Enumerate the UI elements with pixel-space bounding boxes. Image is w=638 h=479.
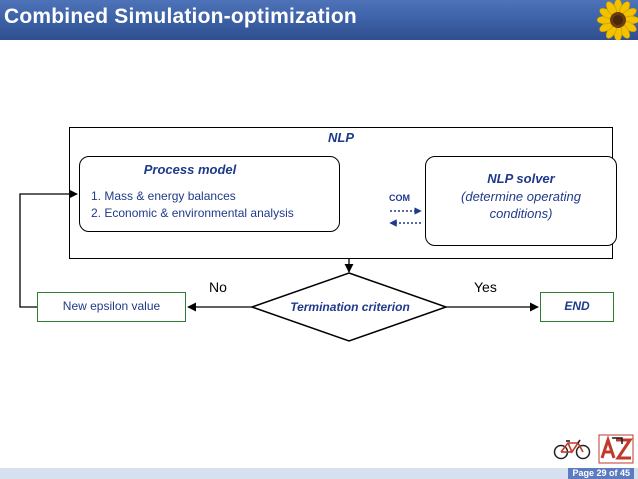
- process-model-title: Process model: [143, 162, 237, 177]
- decision-diamond: [249, 272, 449, 342]
- bicycle-icon: [553, 439, 591, 460]
- solver-desc-line2: conditions): [489, 206, 553, 221]
- footer-bar: [0, 468, 638, 479]
- title-bar: Combined Simulation-optimization: [0, 0, 638, 40]
- process-model-box: Process model 1. Mass & energy balances …: [79, 156, 340, 232]
- nlp-solver-box: NLP solver (determine operating conditio…: [425, 156, 617, 246]
- end-box: END: [540, 292, 614, 322]
- epsilon-box: New epsilon value: [37, 292, 186, 322]
- solver-title: NLP solver: [487, 171, 555, 186]
- arrow-loop-to-process-model: [19, 189, 78, 308]
- university-logo-icon: [598, 434, 634, 464]
- no-label: No: [209, 279, 227, 295]
- process-model-item: 1. Mass & energy balances: [91, 189, 236, 203]
- process-model-item: 2. Economic & environmental analysis: [91, 206, 294, 220]
- nlp-label: NLP: [328, 130, 354, 145]
- yes-label: Yes: [474, 279, 497, 295]
- solver-desc-line1: (determine operating: [461, 189, 581, 204]
- com-label: COM: [389, 193, 410, 203]
- slide-title: Combined Simulation-optimization: [4, 5, 357, 28]
- page-number: Page 29 of 45: [568, 468, 634, 479]
- sunflower-icon: [596, 0, 638, 40]
- termination-criterion-label: Termination criterion: [290, 300, 410, 314]
